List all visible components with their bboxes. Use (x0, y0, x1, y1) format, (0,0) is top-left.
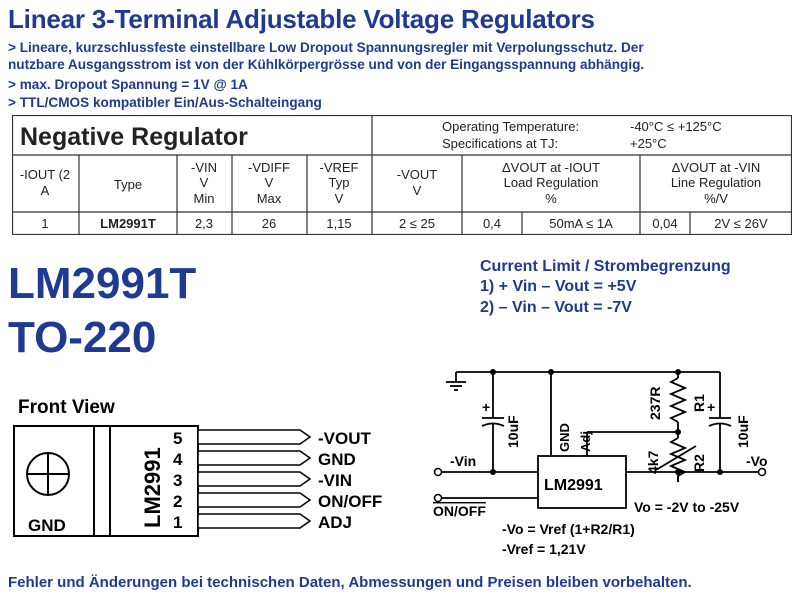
cell-type: LM2991T (100, 216, 156, 231)
header-load-title: Load Regulation (504, 175, 599, 190)
pin-4-name: GND (318, 450, 356, 469)
input-cap-label: 10uF (505, 415, 521, 448)
package-name: TO-220 (8, 313, 157, 362)
header-load: ΔVOUT at -IOUT (502, 160, 600, 175)
part-name: LM2991T (8, 259, 197, 308)
header-line: ΔVOUT at -VIN (672, 160, 761, 175)
header-iout-unit: A (41, 183, 50, 198)
pin-3-number: 3 (173, 471, 182, 490)
spec-table: Negative Regulator Operating Temperature… (12, 115, 792, 235)
r1-value: 237R (647, 387, 663, 420)
header-line-unit: %/V (704, 191, 728, 206)
spec-label: Specifications at TJ: (442, 136, 558, 151)
header-iout: -IOUT (2 (20, 167, 70, 182)
ic-label: LM2991 (544, 477, 603, 494)
svg-text:+: + (707, 399, 715, 415)
header-vref-unit: V (335, 191, 344, 206)
tab-gnd-label: GND (28, 516, 66, 535)
ic-gnd-pin-label: GND (557, 423, 572, 452)
vin-label: -Vin (450, 453, 476, 469)
pin-4-number: 4 (173, 450, 183, 469)
formula-vref: -Vref = 1,21V (502, 541, 586, 557)
vo-range: Vo = -2V to -25V (634, 499, 740, 515)
pin-3-name: -VIN (318, 471, 352, 490)
header-type: Type (114, 177, 142, 192)
description-line-1: > Lineare, kurzschlussfeste einstellbare… (8, 40, 644, 55)
current-limit-line-1: 1) + Vin – Vout = +5V (480, 278, 637, 295)
pin-1-number: 1 (173, 513, 182, 532)
cell-line-condition: 2V ≤ 26V (714, 216, 768, 231)
header-vdiff: -VDIFF (248, 160, 290, 175)
header-vin: -VIN (191, 160, 217, 175)
pin-5-number: 5 (173, 429, 182, 448)
package-front-view: Front View GND LM2991 5 4 3 2 1 -VOUT GN… (13, 397, 382, 537)
svg-text:+: + (482, 399, 490, 415)
header-vref: -VREF (320, 160, 359, 175)
table-heading: Negative Regulator (20, 123, 248, 151)
cell-load-condition: 50mA ≤ 1A (549, 216, 613, 231)
ic-adj-pin-label: Adj (578, 431, 593, 452)
footer-disclaimer: Fehler und Änderungen bei technischen Da… (8, 574, 692, 591)
current-limit-line-2: 2) – Vin – Vout = -7V (480, 299, 632, 316)
op-temp-label: Operating Temperature: (442, 119, 579, 134)
vout-label: -Vo (746, 453, 768, 469)
r1-name: R1 (691, 394, 707, 412)
cell-vref: 1,15 (326, 216, 351, 231)
cell-line-value: 0,04 (652, 216, 677, 231)
header-vdiff-max: Max (257, 191, 282, 206)
op-temp-value: -40°C ≤ +125°C (630, 119, 722, 134)
cell-vdiff: 26 (262, 216, 276, 231)
pin-2-name: ON/OFF (318, 492, 382, 511)
spec-value: +25°C (630, 136, 667, 151)
pin-1-name: ADJ (318, 513, 352, 532)
description-line-2: nutzbare Ausgangsstrom ist von der Kühlk… (8, 57, 645, 72)
r2-name: R2 (691, 454, 707, 472)
cell-iout: 1 (41, 216, 48, 231)
header-vin-unit: V (200, 175, 209, 190)
pin-2-number: 2 (173, 492, 182, 511)
header-line-title: Line Regulation (671, 175, 761, 190)
front-view-label: Front View (18, 397, 115, 418)
page-title: Linear 3-Terminal Adjustable Voltage Reg… (8, 4, 595, 34)
formula-vo: -Vo = Vref (1+R2/R1) (502, 521, 635, 537)
dropout-note: > max. Dropout Spannung = 1V @ 1A (8, 77, 248, 92)
onoff-note: > TTL/CMOS kompatibler Ein/Aus-Schaltein… (8, 95, 322, 110)
pin-5-name: -VOUT (318, 429, 372, 448)
header-vout-unit: V (413, 183, 422, 198)
header-vin-min: Min (194, 191, 215, 206)
package-pins (197, 429, 312, 529)
r2-value: 4k7 (645, 450, 661, 474)
cell-vin: 2,3 (195, 216, 213, 231)
header-vdiff-unit: V (265, 175, 274, 190)
output-cap-label: 10uF (735, 415, 751, 448)
current-limit-title: Current Limit / Strombegrenzung (480, 258, 731, 275)
header-load-unit: % (545, 191, 557, 206)
package-body-text: LM2991 (140, 447, 165, 528)
application-circuit: + + 10uF 10uF GND Adj 237R R1 4k7 R2 LM2… (433, 369, 768, 557)
header-vout: -VOUT (397, 167, 438, 182)
header-vref-typ: Typ (329, 175, 350, 190)
cell-load-value: 0,4 (483, 216, 501, 231)
cell-vout: 2 ≤ 25 (399, 216, 435, 231)
onoff-label: ON/OFF (433, 503, 486, 519)
